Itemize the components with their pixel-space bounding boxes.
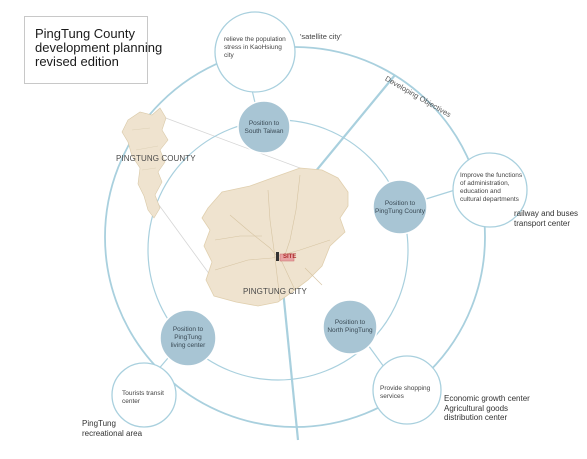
transport-center-note: railway and buses transport center (514, 209, 578, 228)
position-node-text: Position to PingTung living center (163, 326, 213, 350)
city-road (214, 235, 262, 241)
position-node-text: Position to PingTung County (368, 200, 432, 216)
economic-center-note: Economic growth center Agricultural good… (444, 394, 530, 423)
objective-node-improve (452, 152, 528, 228)
node-line: PingTung (174, 334, 202, 341)
objective-node-text: Improve the functions of administration,… (460, 172, 530, 204)
position-node-north-pingtung (322, 299, 378, 355)
node-line: PingTung County (375, 208, 425, 215)
position-node-text: Position to North PingTung (318, 319, 382, 335)
site-pin (276, 252, 279, 261)
note-line: railway and buses (514, 209, 579, 218)
position-node-south-taiwan (237, 100, 291, 154)
note-line: PingTung (82, 419, 116, 428)
node-line: Position to (172, 326, 204, 333)
site-label: SITE (283, 254, 297, 260)
node-line: relieve the population (224, 36, 286, 43)
city-road (229, 214, 296, 291)
county-map-shape (121, 107, 169, 219)
node-line: Improve the functions (460, 172, 523, 179)
position-node-living-center (159, 309, 217, 367)
objective-node-text: Provide shopping services (380, 385, 440, 401)
note-line: distribution center (444, 413, 508, 422)
title-line: revised edition (35, 54, 119, 69)
note-line: Economic growth center (444, 394, 530, 403)
city-map-label: PINGTUNG CITY (243, 287, 307, 296)
title-line: development planning (35, 40, 163, 55)
city-road (214, 239, 331, 271)
node-line: cultural departments (460, 196, 519, 203)
node-line: South Taiwan (244, 128, 284, 135)
note-line: transport center (514, 218, 571, 228)
county-map-detail (131, 127, 159, 171)
node-line: Provide shopping (380, 385, 431, 392)
title-line: PingTung County (35, 26, 135, 41)
node-line: Tourists transit (122, 390, 164, 397)
node-line: North PingTung (327, 327, 373, 334)
title-box: PingTung County development planning rev… (24, 16, 163, 84)
node-line: education and (460, 188, 501, 195)
objective-node-relieve (214, 11, 296, 93)
city-road (304, 267, 323, 286)
objective-node-tourists (111, 362, 177, 428)
county-map-label: PINGTUNG COUNTY (116, 154, 196, 163)
node-line: Position to (248, 120, 280, 127)
connector-line (162, 116, 301, 169)
city-road (283, 174, 301, 259)
site-marker (279, 253, 295, 262)
objective-node-text: Tourists transit center (122, 390, 172, 406)
node-line: Position to (334, 319, 366, 326)
node-line: Position to (384, 200, 416, 207)
satellite-city-label: 'satellite city' (300, 32, 342, 41)
node-line: services (380, 393, 404, 400)
recreational-area-note: PingTung recreational area (82, 419, 142, 438)
node-line: of administration, (460, 180, 510, 187)
node-line: stress in KaoHsiung (224, 44, 282, 51)
node-line: city (224, 52, 234, 59)
objective-node-shopping (372, 355, 442, 425)
node-line: center (122, 398, 141, 405)
position-node-text: Position to South Taiwan (238, 120, 290, 136)
position-node-pingtung-county (372, 179, 428, 235)
city-map-shape (201, 167, 349, 307)
city-road (267, 189, 281, 301)
node-line: living center (170, 342, 206, 349)
note-line: Agricultural goods (444, 403, 509, 413)
note-line: recreational area (82, 428, 143, 438)
objective-node-text: relieve the population stress in KaoHsiu… (224, 36, 294, 60)
